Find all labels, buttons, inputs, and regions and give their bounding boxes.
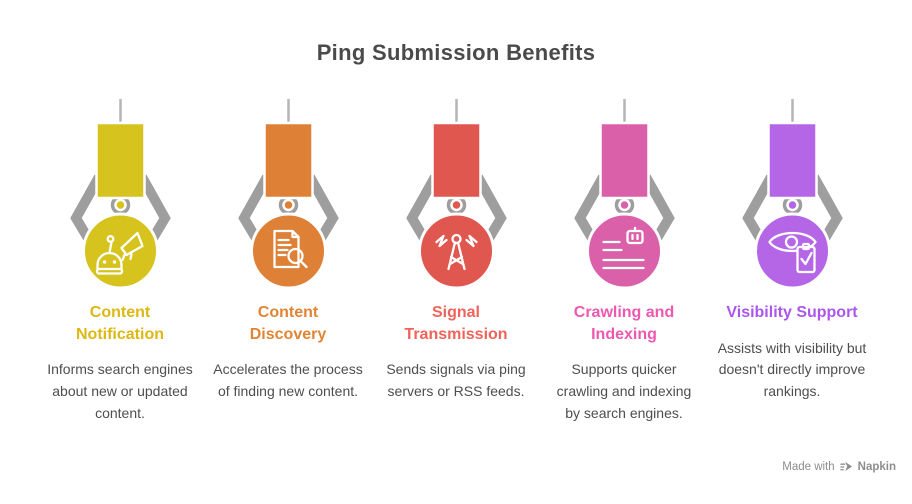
benefit-heading: Crawling and Indexing <box>573 304 675 343</box>
prize-ball <box>417 212 495 290</box>
benefit-description: Supports quicker crawling and indexing b… <box>556 361 692 421</box>
benefit-description: Assists with visibility but doesn't dire… <box>717 339 867 399</box>
benefit-column-content-discovery: Content Discovery Accelerates the proces… <box>204 95 372 424</box>
claw-machine-graphic <box>402 99 510 290</box>
claw-body <box>94 121 146 200</box>
signal-tower-icon <box>434 233 478 271</box>
benefit-heading: Content Discovery <box>249 304 327 343</box>
prize-ball <box>81 212 159 290</box>
claw-machine-graphic <box>66 99 174 290</box>
benefit-column-content-notification: Content Notification Informs search engi… <box>36 95 204 424</box>
eye-checklist-icon <box>767 231 817 274</box>
benefit-column-visibility-support: Visibility Support Assists with visibili… <box>708 95 876 424</box>
benefit-column-signal-transmission: Signal Transmission Sends signals via pi… <box>372 95 540 424</box>
claw-machine-graphic <box>738 99 846 290</box>
claw-machine-graphic <box>570 99 678 290</box>
prize-ball <box>249 212 327 290</box>
benefit-heading: Visibility Support <box>726 304 858 321</box>
made-with-label: Made with <box>782 460 835 473</box>
claw-body <box>766 121 818 200</box>
crawling-robot-icon <box>601 226 645 270</box>
document-search-icon <box>272 229 308 269</box>
claw-body <box>430 121 482 200</box>
benefit-description: Accelerates the process of finding new c… <box>213 361 363 399</box>
benefit-columns: Content Notification Informs search engi… <box>0 95 912 424</box>
watermark: Made with Napkin <box>782 460 896 473</box>
benefit-description: Informs search engines about new or upda… <box>47 361 193 421</box>
claw-machine-graphic <box>234 99 342 290</box>
page-title: Ping Submission Benefits <box>316 40 596 65</box>
claw-body <box>598 121 650 200</box>
napkin-logo-icon <box>839 461 852 472</box>
claw-body <box>262 121 314 200</box>
brand-label: Napkin <box>857 460 896 473</box>
benefit-heading: Signal Transmission <box>404 304 508 343</box>
benefit-heading: Content Notification <box>76 304 164 343</box>
benefit-column-crawling-indexing: Crawling and Indexing Supports quicker c… <box>540 95 708 424</box>
prize-ball <box>585 212 663 290</box>
benefit-description: Sends signals via ping servers or RSS fe… <box>386 361 526 399</box>
robot-megaphone-icon <box>95 231 144 275</box>
